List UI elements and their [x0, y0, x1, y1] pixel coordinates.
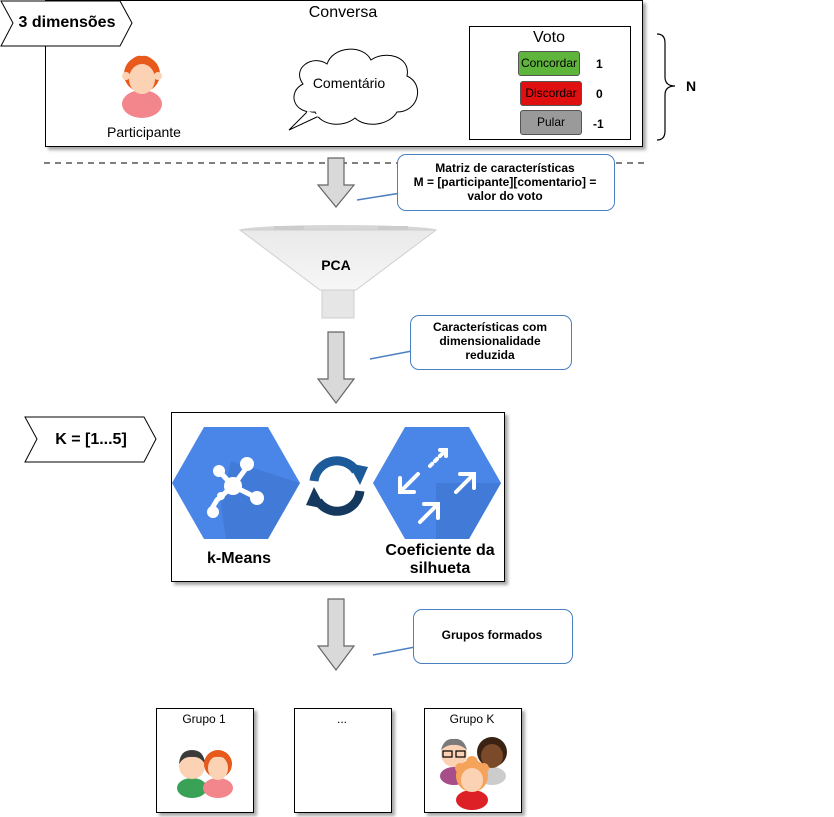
- matrix-callout: [397, 154, 615, 211]
- agree-button[interactable]: Concordar: [518, 51, 580, 76]
- matrix-callout-line-3: valor do voto: [467, 189, 543, 203]
- skip-button[interactable]: Pular: [520, 110, 582, 135]
- participant-label: Participante: [107, 124, 181, 140]
- kmeans-label: k-Means: [206, 550, 272, 567]
- reduced-callout-line-3: reduzida: [465, 348, 515, 362]
- group-k-label: Grupo K: [449, 712, 495, 726]
- matrix-callout-line-2: M = [participante][comentario] =: [413, 175, 597, 189]
- refresh-icon: [306, 456, 368, 516]
- disagree-button[interactable]: Discordar: [520, 81, 582, 106]
- participant-icon: [122, 55, 162, 118]
- down-arrow-2: [316, 331, 356, 404]
- group-1-box: [156, 708, 254, 813]
- matrix-callout-line-1: Matriz de características: [435, 161, 575, 175]
- reduced-callout-pointer: [369, 350, 413, 360]
- group-1-people-icon: [177, 750, 233, 798]
- k-range-tag-shape: [24, 416, 157, 463]
- pca-label: PCA: [321, 257, 351, 273]
- vote-title: Voto: [532, 29, 566, 46]
- reduced-callout: [410, 315, 572, 370]
- group-ellipsis-box: [294, 708, 392, 813]
- repeat-label: N: [685, 78, 697, 94]
- group-ellipsis-label: ...: [336, 712, 347, 726]
- reduced-callout-line-2: dimensionalidade: [439, 334, 541, 348]
- silhouette-icon: [373, 427, 501, 539]
- silhouette-label-line-2: silhueta: [409, 560, 471, 577]
- reduced-callout-line-1: Características com: [432, 320, 548, 334]
- skip-value: -1: [593, 117, 604, 131]
- matrix-callout-pointer: [356, 192, 402, 201]
- dimensions-tag-shape: [0, 0, 133, 47]
- groups-callout-text: Grupos formados: [441, 628, 543, 642]
- group-k-people-icon: [440, 737, 507, 810]
- silhouette-label-line-1: Coeficiente da: [385, 542, 495, 559]
- comment-cloud-icon: [288, 48, 418, 131]
- down-arrow-1: [316, 157, 356, 208]
- repeat-brace: [656, 33, 676, 141]
- comment-label: Comentário: [312, 75, 386, 91]
- groups-callout-pointer: [372, 646, 416, 656]
- down-arrow-3: [316, 598, 356, 671]
- group-1-label: Grupo 1: [182, 712, 226, 726]
- kmeans-icon: [172, 427, 300, 539]
- groups-callout: [413, 609, 573, 664]
- dimensions-tag: 3 dimensões: [18, 14, 116, 31]
- disagree-value: 0: [596, 87, 603, 101]
- k-range-tag: K = [1...5]: [55, 431, 127, 448]
- funnel-icon: [238, 225, 438, 319]
- conversation-title: Conversa: [308, 4, 378, 21]
- agree-value: 1: [596, 57, 603, 71]
